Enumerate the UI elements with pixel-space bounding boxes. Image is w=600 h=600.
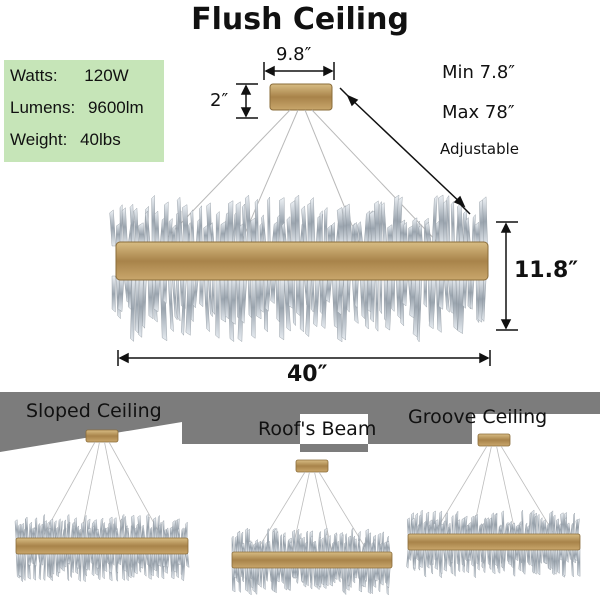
specs-box: Watts: 120W Lumens: 9600lm Weight: 40lbs [4, 60, 164, 162]
spec-watts: Watts: 120W [10, 66, 129, 86]
canopy [269, 83, 333, 111]
fixture-width-label: 40″ [287, 362, 328, 387]
spec-value: 9600lm [87, 98, 144, 117]
page-title: Flush Ceiling [191, 2, 409, 37]
scene-beam-fixture [231, 459, 393, 596]
spec-label: Lumens: [10, 98, 76, 117]
dim-canopy-width [263, 62, 335, 80]
spec-weight: Weight: 40lbs [10, 130, 121, 150]
spec-lumens: Lumens: 9600lm [10, 98, 144, 118]
scene-label-sloped: Sloped Ceiling [26, 400, 162, 422]
spec-value: 40lbs [80, 130, 121, 149]
drop-note-label: Adjustable [440, 140, 519, 158]
scene-label-groove: Groove Ceiling [408, 406, 548, 428]
scene-label-beam: Roof's Beam [258, 418, 377, 440]
spec-label: Watts: [10, 66, 58, 85]
dim-canopy-height [236, 83, 258, 119]
fixture-height-label: 11.8″ [514, 258, 579, 283]
canopy-width-label: 9.8″ [276, 44, 312, 65]
roof-beam [300, 444, 368, 452]
canopy-height-label: 2″ [210, 90, 229, 111]
spec-value: 120W [84, 66, 129, 85]
title-band: Flush Ceiling [0, 0, 600, 46]
drop-max-label: Max 78″ [442, 102, 515, 123]
scene-sloped-fixture [14, 429, 190, 583]
ceiling-scenes [0, 392, 600, 452]
gold-ring [115, 241, 489, 281]
roof-beam-gap [300, 414, 368, 444]
scene-groove-fixture [406, 433, 581, 579]
drop-min-label: Min 7.8″ [442, 62, 516, 83]
dim-fixture-width [117, 350, 491, 366]
dim-fixture-height [496, 221, 518, 331]
dim-drop [339, 87, 471, 215]
spec-label: Weight: [10, 130, 68, 149]
